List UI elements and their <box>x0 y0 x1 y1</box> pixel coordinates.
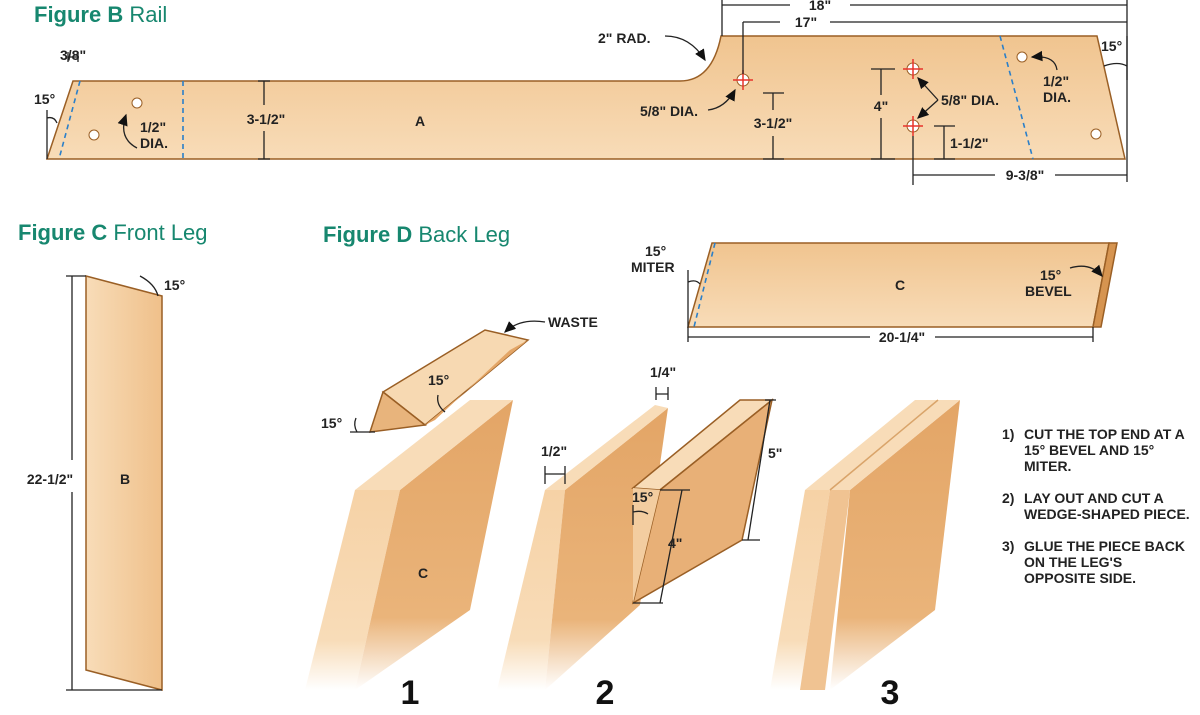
label: 3-1/2" <box>754 115 793 131</box>
label: 1/2" <box>140 119 166 135</box>
label: LAY OUT AND CUT A WEDGE-SHAPED PIECE. <box>1024 490 1190 522</box>
label: 2" RAD. <box>598 30 651 46</box>
label: 5" <box>768 445 782 461</box>
instructions: 1) CUT THE TOP END AT A 15° BEVEL AND 15°… <box>1002 426 1192 602</box>
label: 3 <box>881 674 900 712</box>
label: 15° <box>428 372 449 388</box>
label: 15° <box>164 277 185 293</box>
hole <box>131 97 143 109</box>
label: 5/8" DIA. <box>640 103 698 119</box>
label: 20-1/4" <box>879 329 925 345</box>
label: 17" <box>795 14 817 30</box>
label: BEVEL <box>1025 283 1072 299</box>
label: 15° <box>1040 267 1061 283</box>
figure-b-name: Rail <box>129 2 167 27</box>
label: 1 <box>401 674 420 712</box>
hole <box>88 129 100 141</box>
label: MITER <box>631 259 675 275</box>
instruction-step: 3) GLUE THE PIECE BACK ON THE LEG'S OPPOS… <box>1002 538 1192 586</box>
label: 1/4" <box>650 364 676 380</box>
label: 3/8" <box>60 47 86 63</box>
label: DIA. <box>140 135 168 151</box>
label: 3) <box>1002 538 1015 554</box>
rail-part-a: A <box>45 35 1126 160</box>
step-2-leg: 1/2" 1/4" 5" 4" 15° 2 <box>497 364 782 712</box>
hole <box>1016 51 1028 63</box>
crosshair-hole <box>903 59 923 79</box>
label: C <box>418 565 428 581</box>
label: 1/2" <box>1043 73 1069 89</box>
instruction-step: 1) CUT THE TOP END AT A 15° BEVEL AND 15°… <box>1002 426 1192 474</box>
label: 1/2" <box>541 443 567 459</box>
label: GLUE THE PIECE BACK ON THE LEG'S OPPOSIT… <box>1024 538 1186 586</box>
front-leg-part-b: B 22-1/2" 15° <box>27 275 185 691</box>
label: DIA. <box>1043 89 1071 105</box>
instruction-step: 2) LAY OUT AND CUT A WEDGE-SHAPED PIECE. <box>1002 490 1192 522</box>
figure-c-title: Figure C Front Leg <box>18 220 208 245</box>
cut-line <box>999 35 1034 160</box>
crosshair-hole <box>903 116 923 136</box>
figure-b-title: Figure B Rail <box>34 2 167 27</box>
label: 2 <box>596 674 615 712</box>
label: 9-3/8" <box>1006 167 1045 183</box>
label: 1-1/2" <box>950 135 989 151</box>
label: 15° <box>645 243 666 259</box>
label: CUT THE TOP END AT A 15° BEVEL AND 15° M… <box>1024 426 1185 474</box>
back-leg-part-c: C 15° MITER 20-1/4" 15° BEVEL <box>631 242 1118 345</box>
label: Front Leg <box>113 220 207 245</box>
label: 15° <box>34 91 55 107</box>
cut-line <box>58 80 81 160</box>
label: 22-1/2" <box>27 471 73 487</box>
label: Figure D <box>323 222 412 247</box>
label: 2) <box>1002 490 1015 506</box>
label: B <box>120 471 130 487</box>
label: 15° <box>632 489 653 505</box>
label: C <box>895 277 905 293</box>
label: WASTE <box>548 314 598 330</box>
label: 4" <box>668 535 682 551</box>
figure-d-title: Figure D Back Leg <box>323 222 510 247</box>
label: 15° <box>321 415 342 431</box>
step-3-leg: 3 <box>770 399 960 712</box>
label: 1) <box>1002 426 1015 442</box>
rail-dimensions: 18" 17" 2" RAD. 3/8" 15° 15° 3-1/2" 3-1/… <box>34 0 1128 185</box>
step-1-leg: C WASTE 15° 15° 1 <box>305 314 598 712</box>
hole <box>1090 128 1102 140</box>
part-label: A <box>415 113 425 129</box>
label: 5/8" DIA. <box>941 92 999 108</box>
label: 4" <box>874 98 888 114</box>
svg-text:Figure B Rail: Figure B Rail <box>34 2 167 27</box>
figure-b-label: Figure B <box>34 2 123 27</box>
label: 18" <box>809 0 831 13</box>
label: 3-1/2" <box>247 111 286 127</box>
label: Figure C <box>18 220 107 245</box>
label: Back Leg <box>418 222 510 247</box>
label: 15° <box>1101 38 1122 54</box>
